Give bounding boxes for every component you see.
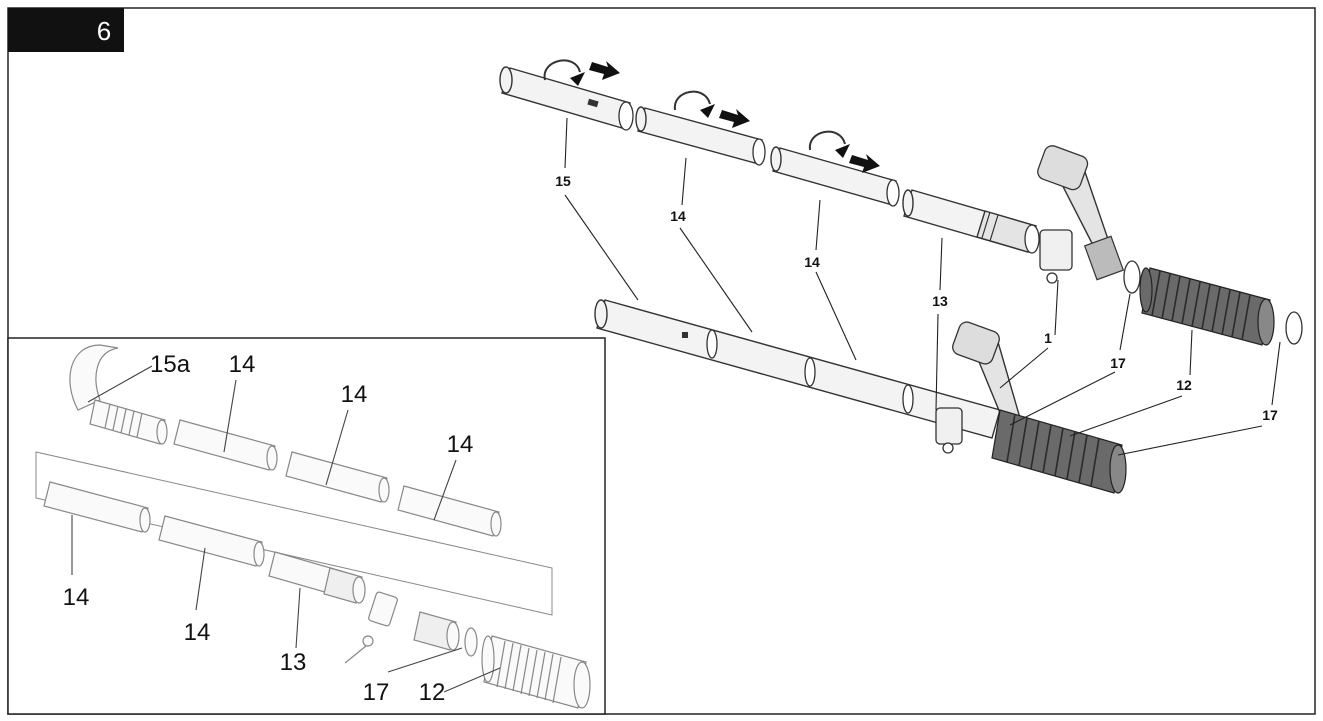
rotate-arrowhead-icon [570, 72, 585, 86]
rotate-arrowhead-icon-3 [835, 144, 850, 158]
push-arrow-icon [589, 61, 620, 80]
handle-exploded [1037, 145, 1125, 284]
tube-15-exploded [499, 66, 634, 131]
label-17-b: 17 [1262, 407, 1278, 423]
assembled-tube [594, 299, 1001, 439]
push-arrow-icon-3 [849, 154, 880, 173]
inset-label-14-top-2: 14 [341, 381, 368, 408]
inset-top-row-tubes [173, 419, 502, 537]
inset-label-13: 13 [280, 649, 307, 676]
rotate-arrow-icon-3 [808, 130, 846, 151]
tube-13-exploded [902, 189, 1040, 254]
rotate-arrow-icon [543, 59, 581, 81]
label-15: 15 [555, 173, 571, 189]
exploded-view: 15 14 14 13 1 17 12 17 [499, 59, 1303, 494]
inset-label-15a: 15a [150, 351, 191, 378]
figure-number: 6 [97, 16, 111, 46]
label-17-a: 17 [1110, 355, 1126, 371]
label-14-a: 14 [670, 208, 686, 224]
inset-backdrop [35, 451, 553, 616]
exploded-leader-lines [564, 117, 1281, 456]
curved-tube-15a [69, 344, 119, 411]
rotate-arrow-icon-2 [673, 90, 711, 111]
label-1: 1 [1044, 330, 1052, 346]
inset-bottom-row-tubes [43, 481, 478, 664]
inset-label-14-top-3: 14 [447, 431, 474, 458]
inset-label-17: 17 [363, 679, 390, 706]
tube-14a-exploded [635, 106, 766, 166]
push-arrow-icon-2 [719, 109, 750, 128]
clamp-ring-17a-exploded [1123, 260, 1141, 294]
inset-panel: 15a 14 14 14 14 14 13 17 12 [7, 337, 606, 715]
tube-14b-exploded [770, 146, 900, 207]
label-14-b: 14 [804, 254, 820, 270]
label-12: 12 [1176, 377, 1192, 393]
rotate-arrowhead-icon-2 [700, 104, 715, 118]
inset-leader-lines [71, 365, 501, 693]
label-13: 13 [932, 293, 948, 309]
inset-label-14-bot-2: 14 [184, 619, 211, 646]
bellows-12-exploded [1139, 267, 1275, 346]
assembled-handle [935, 321, 1021, 454]
clamp-ring-17b-exploded [1285, 311, 1303, 345]
inset-label-14-bot-1: 14 [63, 584, 90, 611]
figure-badge: 6 [8, 8, 124, 52]
inset-label-12: 12 [419, 679, 446, 706]
inset-label-14-top-1: 14 [229, 351, 256, 378]
inset-bellows [481, 635, 591, 709]
assembled-bellows [991, 409, 1127, 494]
